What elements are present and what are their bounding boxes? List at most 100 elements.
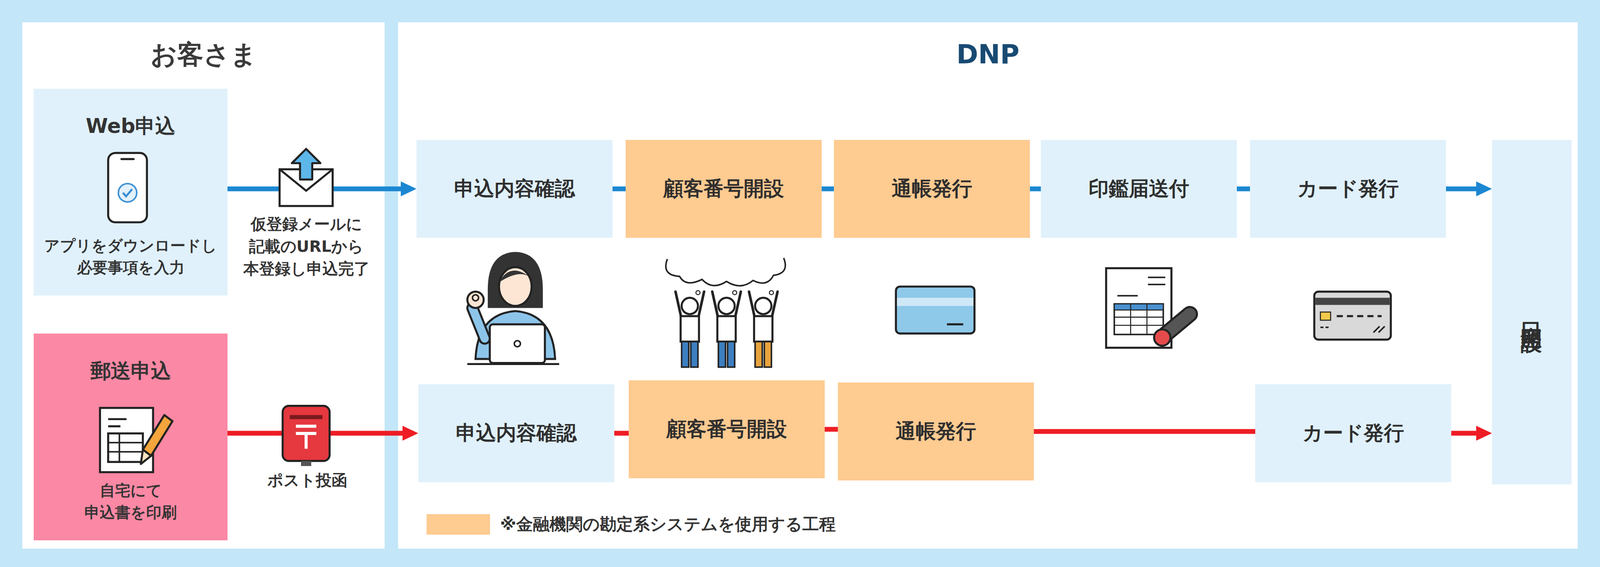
connector-line [824, 427, 838, 433]
form-icon-part [140, 450, 151, 465]
phone-icon-part [108, 153, 148, 223]
connector-line [1236, 186, 1250, 192]
connector-line [1451, 431, 1478, 437]
connector-line [1029, 186, 1041, 192]
process-box: 顧客番号開設 [625, 140, 822, 239]
seal-document-icon-part [1106, 268, 1172, 349]
process-label: 申込内容確認 [454, 175, 575, 203]
lane-title: DNP [398, 39, 1578, 69]
process-label: カード発行 [1302, 420, 1404, 448]
connector-line [614, 431, 629, 437]
seal-document-icon-part [1154, 329, 1171, 346]
passbook-icon-part [896, 286, 975, 334]
process-label: 顧客番号開設 [666, 416, 788, 444]
team-illustration-part [754, 316, 773, 342]
process-box: カード発行 [1249, 140, 1446, 239]
phone-icon-part [118, 183, 137, 203]
team-illustration-part [680, 316, 700, 342]
connector-line [1445, 186, 1478, 192]
form-icon-part [100, 408, 154, 473]
seal-document-icon-part [1117, 277, 1166, 297]
postbox-icon [282, 406, 330, 467]
box-heading: Web申込 [85, 114, 176, 139]
process-box: カード発行 [1255, 384, 1452, 483]
legend-text: ※金融機関の勘定系システムを使用する工程 [500, 514, 836, 536]
staff-illustration-part [498, 267, 532, 307]
process-label: 通帳発行 [895, 418, 977, 446]
team-illustration-part [681, 341, 689, 368]
lane-panel: DNP申込内容確認顧客番号開設通帳発行印鑑届送付カード発行申込内容確認顧客番号開… [398, 22, 1578, 550]
flow-connector [1236, 189, 1250, 190]
postbox-icon-part [301, 461, 312, 467]
process-box: 印鑑届送付 [1040, 140, 1237, 239]
flow-connector [614, 433, 629, 435]
flow-connector [821, 189, 834, 190]
team-illustration-part [755, 297, 772, 315]
lane-title: お客さま [22, 39, 385, 69]
card-icon-part [1320, 326, 1329, 329]
flow-connector [612, 189, 626, 190]
card-icon-part [1373, 326, 1385, 333]
form-icon-part [108, 433, 143, 463]
staff-illustration-part [487, 252, 543, 309]
phone-icon [108, 153, 148, 223]
seal-document-icon-part [1114, 304, 1164, 335]
legend-swatch [426, 514, 491, 536]
flow-connector [824, 429, 838, 431]
passbook-icon-part [946, 323, 963, 326]
result-label: 口座開設 [1517, 307, 1546, 318]
team-illustration-part [717, 316, 736, 342]
phone-icon-part [122, 189, 133, 197]
card-icon-part [1315, 297, 1390, 305]
process-box: 申込内容確認 [416, 140, 613, 239]
flow-connector [1033, 431, 1256, 433]
connector-line [1033, 429, 1256, 435]
staff-illustration-part [467, 363, 560, 366]
flow-connector [1029, 189, 1041, 190]
card-icon [1314, 291, 1391, 340]
process-label: 顧客番号開設 [663, 175, 785, 203]
postbox-icon-part [295, 426, 317, 449]
process-box: 顧客番号開設 [628, 380, 825, 479]
box-heading: 郵送申込 [90, 359, 172, 384]
phone-icon-part [121, 158, 134, 161]
process-box: 通帳発行 [837, 382, 1034, 481]
staff-illustration-part [514, 340, 521, 347]
team-illustration-part [718, 341, 726, 368]
staff-illustration-part [472, 294, 479, 302]
process-label: カード発行 [1297, 175, 1399, 203]
connector-line [821, 186, 834, 192]
box-body: アプリをダウンロードし 必要事項を入力 [38, 234, 223, 280]
seal-document-icon-part [1114, 304, 1164, 311]
process-label: 申込内容確認 [455, 420, 577, 448]
team-illustration-part [755, 341, 763, 368]
staff-illustration-part [489, 324, 545, 364]
process-label: 通帳発行 [891, 175, 973, 203]
lane-panel: お客さま Web申込アプリをダウンロードし 必要事項を入力郵送申込自宅にて 申込書… [22, 22, 385, 550]
postbox-icon-part [282, 406, 330, 462]
team-illustration-part [764, 341, 772, 368]
staff-illustration-part [467, 291, 484, 309]
connector-line [612, 186, 626, 192]
postbox-icon-part [289, 415, 323, 420]
edge-label: ポスト投函 [267, 469, 348, 492]
card-icon-part [1320, 312, 1331, 321]
team-illustration-part [718, 297, 735, 315]
card-icon-part [1336, 315, 1382, 318]
team-illustration-part [681, 297, 698, 315]
team-illustration-part [727, 341, 735, 368]
process-box: 申込内容確認 [418, 384, 615, 483]
edge-label: 仮登録メールに 記載のURLから 本登録し申込完了 [235, 213, 378, 281]
passbook-icon-part [896, 297, 974, 307]
result-box: 口座開設 [1491, 140, 1572, 485]
passbook-icon [896, 286, 975, 334]
card-icon-part [1314, 291, 1391, 340]
process-label: 印鑑届送付 [1088, 175, 1190, 203]
box-body: 自宅にて 申込書を印刷 [77, 479, 185, 525]
form-icon-part [108, 419, 127, 427]
form-icon-part [108, 433, 143, 463]
seal-document-icon-part [1114, 304, 1164, 335]
